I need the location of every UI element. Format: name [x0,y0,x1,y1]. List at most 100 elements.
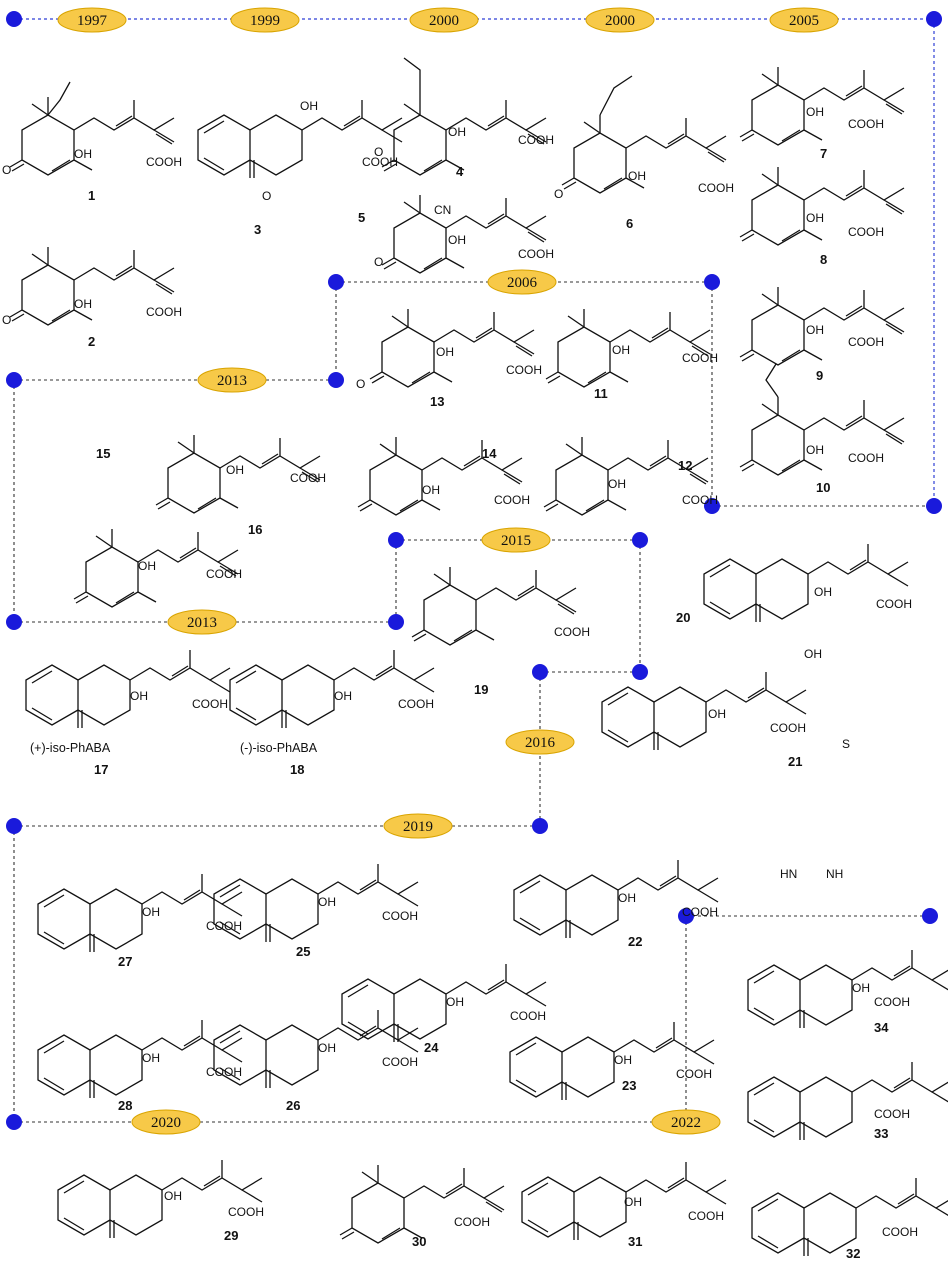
year-label: 2013 [187,615,217,631]
molecule [9,81,175,176]
timeline-node [388,532,404,548]
atom-label: HN [780,867,797,881]
molecule [513,859,719,939]
atom-label: O [262,189,271,203]
atom-label: OH [74,147,92,161]
compound-number: 23 [622,1078,636,1093]
year-badge: 1999 [230,7,300,33]
atom-label: COOH [382,1055,418,1069]
atom-label: OH [708,707,726,721]
molecule [561,75,727,194]
caption-18: (-)-iso-PhABA [240,741,318,755]
atom-label: COOH [398,697,434,711]
year-label: 2013 [217,373,247,389]
year-badges: 1997 1999 2000 2000 2005 2006 2013 2015 [57,7,839,1135]
year-label: 1999 [250,13,280,29]
molecule [339,1164,505,1244]
timeline-node [328,274,344,290]
timeline-node [532,664,548,680]
timeline-node [704,274,720,290]
compound-number: 3 [254,222,261,237]
atom-label: OH [618,891,636,905]
atom-label: COOH [882,1225,918,1239]
atom-label: COOH [682,493,718,507]
compound-number: 2 [88,334,95,349]
atom-label: OH [318,1041,336,1055]
atom-label: OH [804,647,822,661]
molecule [411,566,577,646]
compound-number: 29 [224,1228,238,1243]
timeline-node [388,614,404,630]
atom-labels: COOH OH O COOH OH O COOH OH O COOH OH O … [2,99,918,1239]
atom-label: OH [74,297,92,311]
atom-label: COOH [206,1065,242,1079]
atom-label: CN [434,203,451,217]
molecule [213,1009,419,1089]
atom-label: COOH [770,721,806,735]
compound-number: 1 [88,188,95,203]
year-badge: 2016 [505,729,575,755]
molecule [751,1177,948,1257]
compound-number: 34 [874,1020,889,1035]
atom-label: OH [318,895,336,909]
molecule [213,863,419,943]
year-badge: 2013 [197,367,267,393]
year-badge: 2022 [651,1109,721,1135]
compound-number: 12 [678,458,692,473]
compound-number: 16 [248,522,262,537]
molecule [229,649,435,729]
atom-label: O [2,313,11,327]
compound-number: 5 [358,210,365,225]
atom-label: O [2,163,11,177]
atom-label: OH [334,689,352,703]
timeline-node [926,498,942,514]
year-badge: 2006 [487,269,557,295]
year-label: 1997 [77,13,108,29]
timeline-node [6,11,22,27]
atom-label: COOH [848,451,884,465]
molecule [37,873,243,953]
compound-number: 28 [118,1098,132,1113]
timeline-node [6,614,22,630]
year-label: 2005 [789,13,819,29]
atom-label: COOH [876,597,912,611]
atom-label: O [374,145,383,159]
compound-number: 30 [412,1234,426,1249]
atom-label: O [374,255,383,269]
year-badge: 2000 [409,7,479,33]
molecule [509,1021,715,1101]
timeline-node [632,532,648,548]
year-label: 2006 [507,275,538,291]
atom-label: OH [806,443,824,457]
timeline-node [704,498,720,514]
compound-number: 25 [296,944,310,959]
compound-number: 17 [94,762,108,777]
atom-label: OH [142,905,160,919]
atom-label: OH [422,483,440,497]
atom-label: COOH [518,247,554,261]
year-badge: 2005 [769,7,839,33]
atom-label: COOH [206,567,242,581]
molecule [57,1159,263,1239]
atom-label: COOH [874,1107,910,1121]
timeline-node [532,818,548,834]
molecule [601,671,807,751]
year-badge: 1997 [57,7,127,33]
compound-number: 24 [424,1040,439,1055]
timeline-nodes [6,11,942,1130]
atom-label: COOH [290,471,326,485]
atom-label: OH [608,477,626,491]
compound-number: 31 [628,1234,642,1249]
compound-number: 13 [430,394,444,409]
year-label: 2022 [671,1115,701,1131]
compound-number: 33 [874,1126,888,1141]
year-label: 2000 [429,13,459,29]
atom-label: OH [814,585,832,599]
atom-label: COOH [676,1067,712,1081]
year-badge: 2019 [383,813,453,839]
atom-label: COOH [192,697,228,711]
compound-number: 32 [846,1246,860,1261]
compound-number: 6 [626,216,633,231]
year-label: 2019 [403,819,433,835]
